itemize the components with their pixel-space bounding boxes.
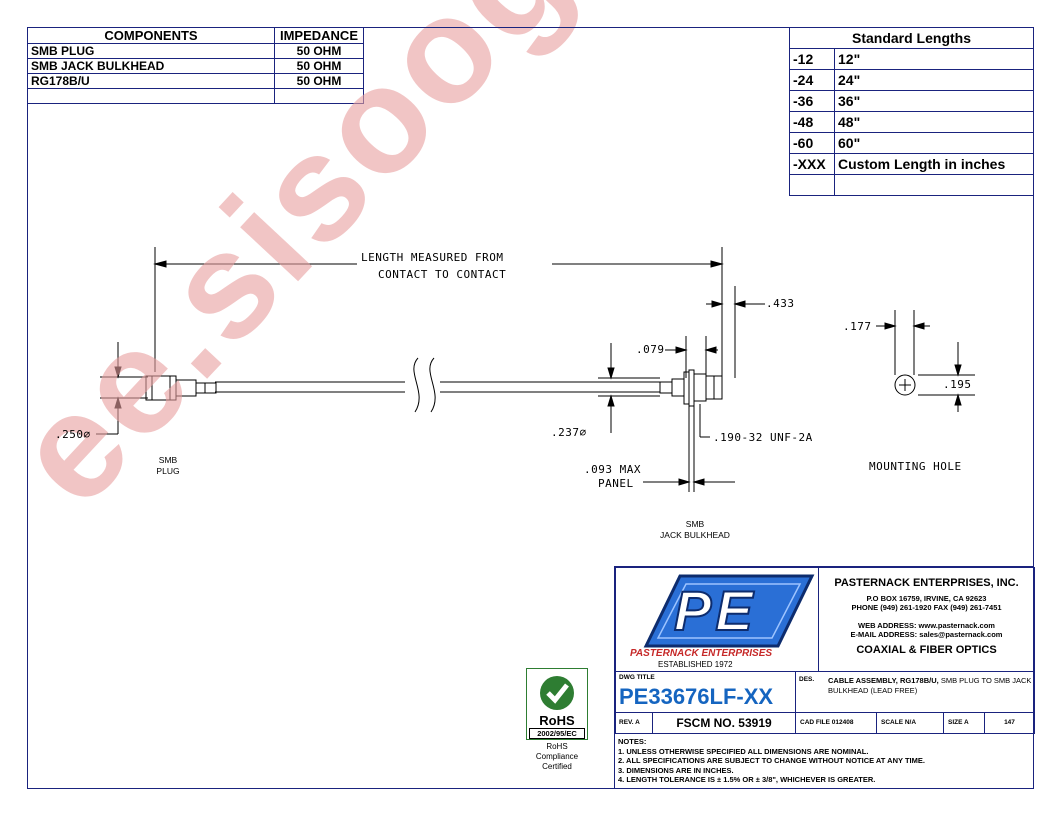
- logo-area: PE PASTERNACK ENTERPRISES ESTABLISHED 19…: [615, 567, 819, 672]
- smb-plug-label-1: SMB: [158, 455, 178, 465]
- dim-079: .079: [636, 343, 665, 356]
- components-table: COMPONENTS IMPEDANCE SMB PLUG 50 OHM SMB…: [27, 27, 364, 104]
- company-email: E-MAIL ADDRESS: sales@pasternack.com: [850, 630, 1003, 639]
- component-impedance: [274, 88, 364, 104]
- rohs-mark: RoHS: [539, 713, 575, 728]
- company-address: P.O BOX 16759, IRVINE, CA 92623: [866, 594, 987, 603]
- logo-established: ESTABLISHED 1972: [658, 660, 733, 669]
- thread-spec: .190-32 UNF-2A: [713, 431, 813, 444]
- check-icon: [540, 676, 574, 710]
- dim-177: .177: [843, 320, 872, 333]
- title-block: PE PASTERNACK ENTERPRISES ESTABLISHED 19…: [614, 566, 1035, 789]
- rohs-caption-3: Certified: [542, 762, 572, 771]
- panel-note-2: PANEL: [598, 477, 634, 490]
- length-note-2: CONTACT TO CONTACT: [378, 268, 507, 281]
- length-note-1: LENGTH MEASURED FROM: [361, 251, 504, 264]
- note-item: 4. LENGTH TOLERANCE IS ± 1.5% OR ± 3/8",…: [618, 775, 876, 784]
- note-item: 1. UNLESS OTHERWISE SPECIFIED ALL DIMENS…: [618, 746, 869, 756]
- company-name: PASTERNACK ENTERPRISES, INC.: [834, 577, 1019, 589]
- component-name: SMB JACK BULKHEAD: [27, 58, 275, 74]
- dim-195: .195: [943, 378, 972, 391]
- mounting-hole-label: MOUNTING HOLE: [869, 460, 962, 473]
- dwg-title-label: DWG TITLE: [619, 674, 655, 681]
- rohs-caption-1: RoHS: [546, 742, 568, 751]
- rohs-caption-2: Compliance: [535, 752, 579, 761]
- table-row: [27, 88, 364, 104]
- logo-company: PASTERNACK ENTERPRISES: [630, 648, 773, 659]
- note-item: 2. ALL SPECIFICATIONS ARE SUBJECT TO CHA…: [618, 756, 925, 765]
- dim-433: .433: [766, 297, 795, 310]
- notes-label: NOTES:: [618, 737, 647, 746]
- dim-250-dia: .250⌀: [55, 428, 91, 441]
- table-row: SMB JACK BULKHEAD 50 OHM: [27, 58, 364, 74]
- smb-plug-label-2: PLUG: [156, 466, 180, 476]
- panel-note-1: .093 MAX: [584, 463, 641, 476]
- rohs-directive: 2002/95/EC: [529, 728, 585, 739]
- length-code: -12: [789, 48, 835, 70]
- notes: NOTES: 1. UNLESS OTHERWISE SPECIFIED ALL…: [618, 737, 925, 785]
- part-number: PE33676LF-XX: [619, 684, 774, 709]
- pe-logo-icon: [643, 574, 815, 648]
- description-bold: CABLE ASSEMBLY, RG178B/U,: [828, 676, 939, 685]
- description-rest: SMB PLUG TO SMB JACK BULKHEAD (LEAD FREE…: [828, 676, 1032, 695]
- des-label: DES.: [799, 676, 815, 683]
- lengths-header: Standard Lengths: [789, 27, 1034, 49]
- length-code: -36: [789, 90, 835, 112]
- dim-237-dia: .237⌀: [551, 426, 587, 439]
- logo-letters: PE: [673, 578, 757, 643]
- sheet-cell: 147: [984, 712, 1035, 734]
- company-phone: PHONE (949) 261-1920 FAX (949) 261-7451: [851, 603, 1002, 612]
- rohs-badge: RoHS 2002/95/EC: [526, 668, 588, 740]
- jack-label-2: JACK BULKHEAD: [660, 530, 730, 540]
- note-item: 3. DIMENSIONS ARE IN INCHES.: [618, 765, 734, 775]
- jack-label-1: SMB: [685, 519, 705, 529]
- table-row: [789, 174, 1034, 196]
- company-tagline: COAXIAL & FIBER OPTICS: [856, 644, 997, 656]
- drawing-border: [27, 27, 1034, 789]
- dwg-title-cell: DWG TITLE PE33676LF-XX: [615, 671, 796, 713]
- description: CABLE ASSEMBLY, RG178B/U, SMB PLUG TO SM…: [828, 676, 1033, 696]
- length-code: -24: [789, 69, 835, 91]
- company-web: WEB ADDRESS: www.pasternack.com: [858, 621, 995, 630]
